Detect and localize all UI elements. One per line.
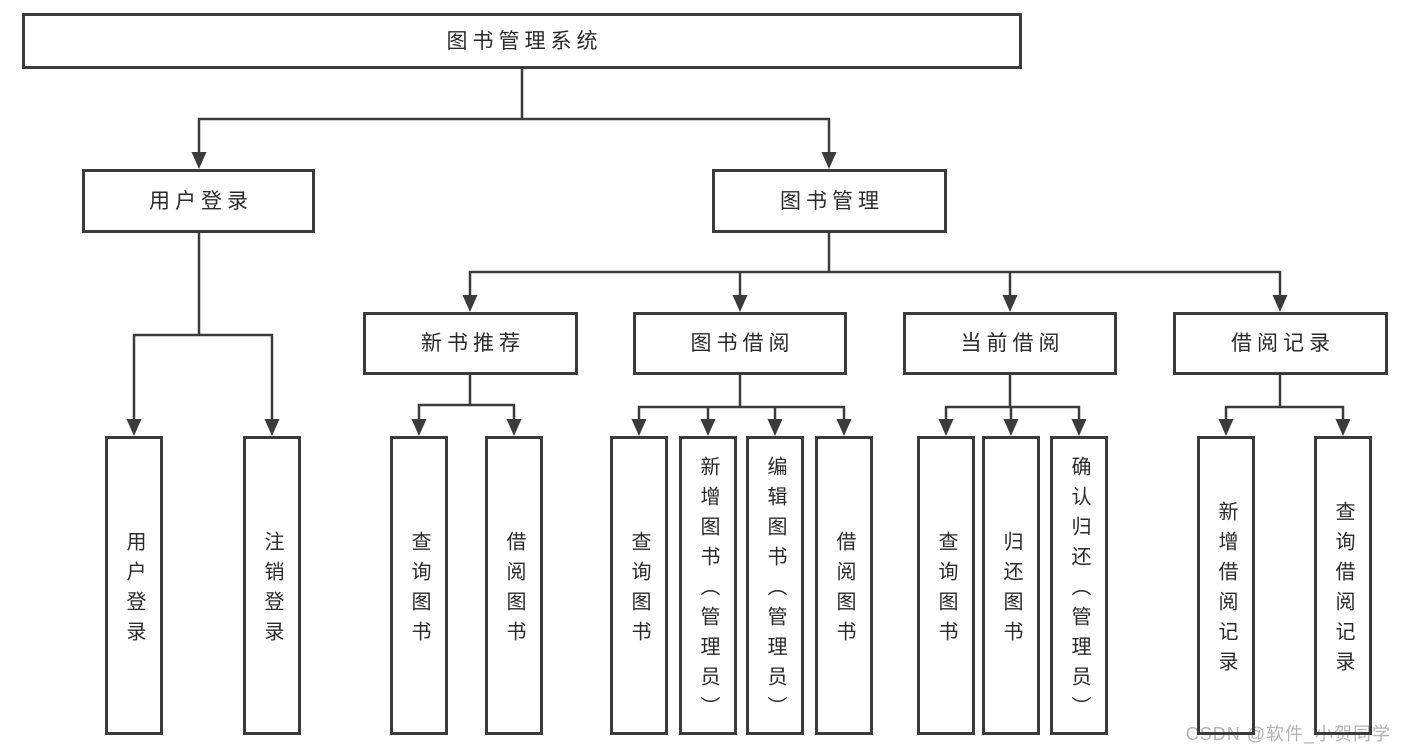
leaf-bb-borrow-books: 借阅图书	[815, 436, 873, 735]
connector-bookborrow-to-leaves	[637, 373, 846, 422]
arrow-down-icon	[767, 419, 783, 436]
node-book-management: 图书管理	[712, 169, 947, 233]
arrow-down-icon	[191, 152, 207, 169]
node-user-login: 用户登录	[82, 169, 315, 233]
connector-userlogin-to-leaves	[132, 231, 274, 422]
leaf-bb-query-books: 查询图书	[610, 436, 668, 735]
node-book-borrowing-label: 图书借阅	[690, 332, 795, 355]
connector-currentborrow-to-leaves	[944, 373, 1081, 422]
arrowheads	[126, 152, 1351, 436]
connector-bookmgmt-to-level3	[468, 231, 1282, 298]
node-new-book-recommend: 新书推荐	[363, 312, 578, 375]
node-new-book-recommend-label: 新书推荐	[421, 332, 525, 355]
node-root-label: 图书管理系统	[446, 29, 603, 53]
csdn-watermark: CSDN @软件_小贺同学	[1185, 724, 1391, 744]
arrow-down-icon	[1002, 295, 1018, 312]
arrow-down-icon	[631, 419, 647, 436]
node-root-system: 图书管理系统	[22, 13, 1022, 69]
leaf-cb-confirm-return-admin: 确认归还（管理员）	[1050, 436, 1108, 735]
arrow-down-icon	[462, 295, 478, 312]
arrow-down-icon	[126, 419, 142, 436]
leaf-logout: 注销登录	[243, 436, 301, 735]
connector-root-to-level2	[197, 67, 831, 155]
node-current-borrowing: 当前借阅	[903, 312, 1117, 375]
node-user-login-label: 用户登录	[149, 189, 253, 213]
arrow-down-icon	[700, 419, 716, 436]
connector-borrowrecords-to-leaves	[1224, 373, 1345, 422]
arrow-down-icon	[836, 419, 852, 436]
arrow-down-icon	[1272, 295, 1288, 312]
node-current-borrowing-label: 当前借阅	[960, 332, 1065, 355]
arrow-down-icon	[938, 419, 954, 436]
arrow-down-icon	[1003, 419, 1019, 436]
node-book-borrowing: 图书借阅	[633, 312, 847, 375]
arrow-down-icon	[1335, 419, 1351, 436]
arrow-down-icon	[506, 419, 522, 436]
leaf-bb-add-books-admin: 新增图书（管理员）	[679, 436, 737, 735]
arrow-down-icon	[821, 152, 837, 169]
leaf-br-query-record: 查询借阅记录	[1314, 436, 1372, 735]
leaf-cb-query-books: 查询图书	[917, 436, 975, 735]
node-borrowing-records: 借阅记录	[1173, 312, 1388, 375]
leaf-bb-edit-books-admin: 编辑图书（管理员）	[746, 436, 804, 735]
leaf-nbr-query-books: 查询图书	[390, 436, 448, 735]
leaf-nbr-borrow-books: 借阅图书	[485, 436, 543, 735]
arrow-down-icon	[1071, 419, 1087, 436]
arrow-down-icon	[264, 419, 280, 436]
leaf-cb-return-books: 归还图书	[982, 436, 1040, 735]
node-borrowing-records-label: 借阅记录	[1231, 332, 1335, 355]
node-book-management-label: 图书管理	[780, 189, 884, 213]
arrow-down-icon	[1218, 419, 1234, 436]
arrow-down-icon	[732, 295, 748, 312]
connector-newbookrec-to-leaves	[417, 373, 516, 422]
leaf-user-login: 用户登录	[105, 436, 163, 735]
leaf-br-add-record: 新增借阅记录	[1197, 436, 1255, 735]
arrow-down-icon	[411, 419, 427, 436]
